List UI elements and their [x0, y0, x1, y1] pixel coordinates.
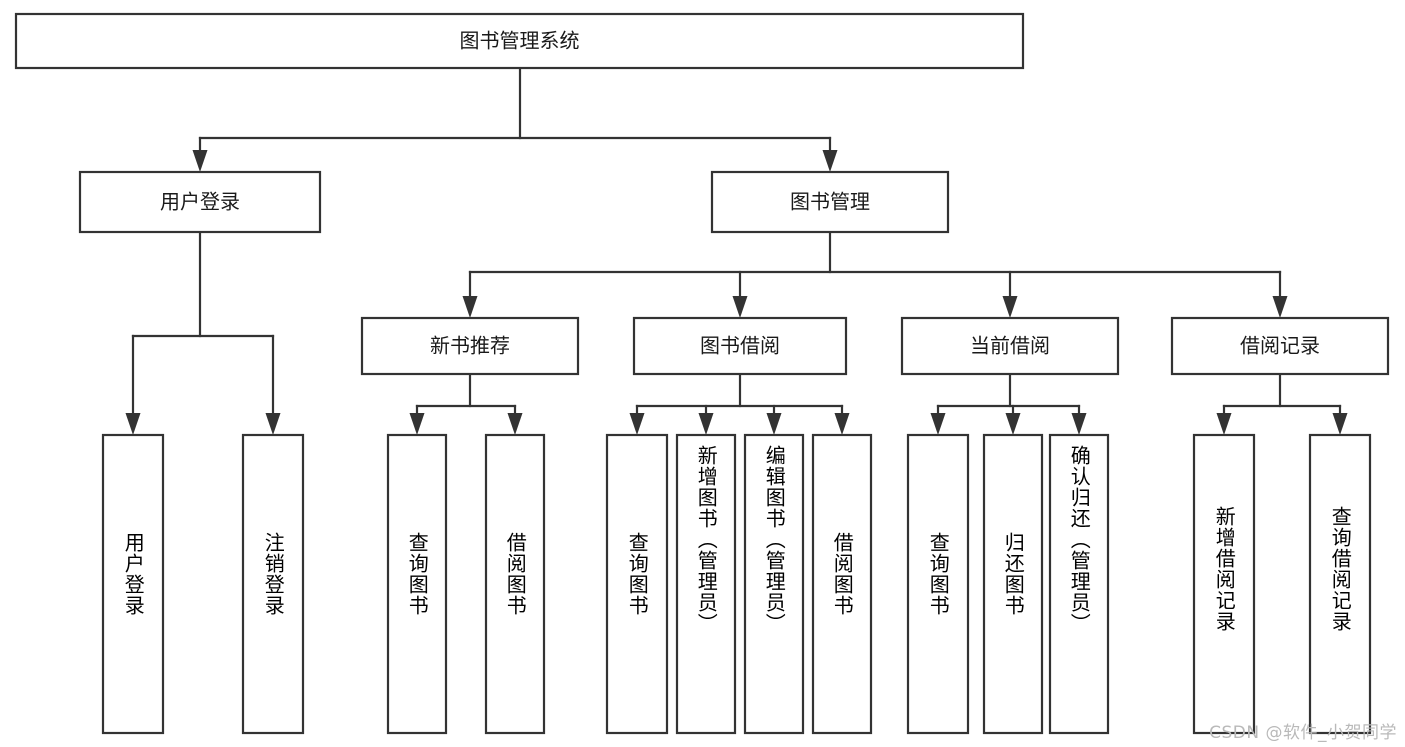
arrow-head-icon — [462, 296, 478, 318]
node-label-book-borrow: 图书借阅 — [700, 334, 780, 358]
arrow-head-icon — [1272, 296, 1288, 318]
connector-book-manage — [462, 230, 1288, 318]
connector-book-borrow — [629, 372, 850, 435]
arrow-head-icon — [1002, 296, 1018, 318]
connector-current-borrow — [930, 372, 1087, 435]
node-box-leaf-confirm-return[interactable] — [1048, 433, 1110, 735]
node-box-book-manage[interactable] — [710, 170, 950, 234]
connector-borrow-record — [1216, 372, 1348, 435]
arrow-head-icon — [1332, 413, 1348, 435]
arrow-head-icon — [930, 413, 946, 435]
arrow-head-icon — [766, 413, 782, 435]
node-box-leaf-return-book[interactable] — [982, 433, 1044, 735]
node-box-user-login[interactable] — [78, 170, 322, 234]
watermark-text: CSDN @软件_小贺同学 — [1209, 723, 1397, 743]
arrow-head-icon — [409, 413, 425, 435]
arrow-head-icon — [265, 413, 281, 435]
node-box-leaf-user-logout[interactable] — [241, 433, 305, 735]
node-box-book-borrow[interactable] — [632, 316, 848, 376]
node-label-current-borrow: 当前借阅 — [970, 334, 1050, 358]
node-box-leaf-borrow-book-1[interactable] — [484, 433, 546, 735]
node-box-leaf-add-book[interactable] — [675, 433, 737, 735]
connector-new-book-recommend — [409, 372, 523, 435]
arrow-head-icon — [507, 413, 523, 435]
arrow-head-icon — [1216, 413, 1232, 435]
arrow-head-icon — [698, 413, 714, 435]
arrow-head-icon — [822, 150, 838, 172]
node-box-leaf-borrow-book-2[interactable] — [811, 433, 873, 735]
node-label-new-book-recommend: 新书推荐 — [430, 334, 510, 358]
node-box-root[interactable] — [14, 12, 1025, 70]
boxes-layer — [14, 12, 1390, 735]
node-label-root: 图书管理系统 — [460, 29, 580, 53]
arrow-head-icon — [732, 296, 748, 318]
connector-root — [192, 66, 838, 172]
node-box-leaf-query-book-2[interactable] — [605, 433, 669, 735]
node-box-leaf-edit-book[interactable] — [743, 433, 805, 735]
node-box-borrow-record[interactable] — [1170, 316, 1390, 376]
node-box-leaf-user-login[interactable] — [101, 433, 165, 735]
arrow-head-icon — [125, 413, 141, 435]
arrow-head-icon — [1071, 413, 1087, 435]
node-label-book-manage: 图书管理 — [790, 190, 870, 214]
node-box-new-book-recommend[interactable] — [360, 316, 580, 376]
node-box-leaf-add-record[interactable] — [1192, 433, 1256, 735]
node-label-user-login: 用户登录 — [160, 190, 240, 214]
node-box-leaf-query-book-3[interactable] — [906, 433, 970, 735]
arrow-head-icon — [629, 413, 645, 435]
arrow-head-icon — [192, 150, 208, 172]
node-label-borrow-record: 借阅记录 — [1240, 334, 1320, 358]
connector-user-login — [125, 230, 281, 435]
node-box-leaf-query-record[interactable] — [1308, 433, 1372, 735]
arrow-head-icon — [834, 413, 850, 435]
node-box-leaf-query-book-1[interactable] — [386, 433, 448, 735]
connectors-layer — [125, 66, 1348, 435]
node-box-current-borrow[interactable] — [900, 316, 1120, 376]
arrow-head-icon — [1005, 413, 1021, 435]
